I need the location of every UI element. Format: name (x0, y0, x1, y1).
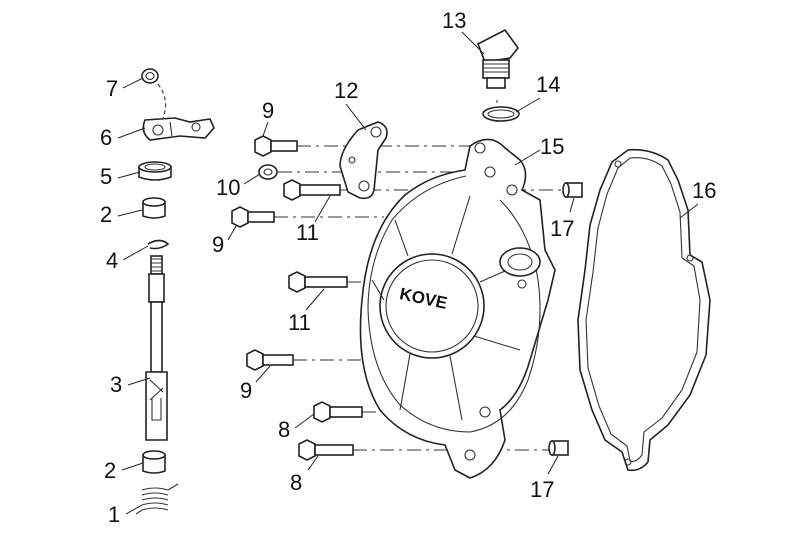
leader-3 (127, 377, 151, 386)
leader-16 (679, 203, 699, 219)
leader-2-lower (121, 462, 144, 471)
part-5-bearing (138, 161, 172, 181)
callout-11-upper: 11 (296, 220, 319, 245)
callout-8-lower: 8 (290, 470, 302, 495)
leader-1 (125, 504, 143, 515)
leader-8-lower (307, 455, 319, 471)
callout-17-upper: 17 (550, 216, 574, 241)
leader-4 (122, 245, 149, 261)
leader-7 (122, 77, 144, 89)
leader-11-upper (314, 195, 331, 223)
part-8-bolt-upper (313, 401, 363, 423)
leader-8-upper (294, 413, 315, 429)
part-13-filler-plug (476, 28, 520, 89)
callout-13: 13 (442, 8, 466, 33)
part-15-clutch-cover: KOVE (359, 138, 556, 479)
part-4-clip (147, 239, 170, 250)
leader-12 (345, 103, 367, 131)
callout-14: 14 (536, 72, 560, 97)
leader-6 (117, 127, 146, 139)
leader-10 (243, 173, 261, 185)
part-16-gasket (577, 148, 711, 472)
callout-2-lower: 2 (104, 458, 116, 483)
part-11-bolt-lower (288, 271, 348, 293)
part-12-bracket (339, 121, 388, 200)
part-9-bolt-middle (231, 206, 275, 228)
callout-2-upper: 2 (100, 202, 112, 227)
part-11-bolt-upper (283, 179, 341, 201)
callout-7: 7 (106, 76, 118, 101)
callout-12: 12 (334, 78, 358, 103)
leader-2-upper (117, 209, 143, 217)
callout-16: 16 (692, 178, 716, 203)
callout-4: 4 (106, 248, 118, 273)
leader-9-top (262, 121, 269, 137)
callout-9-top: 9 (262, 98, 274, 123)
part-2-bushing-upper (142, 197, 166, 219)
part-7-cap (141, 68, 159, 84)
callout-17-lower: 17 (530, 477, 554, 502)
callout-15: 15 (540, 134, 564, 159)
leader-17-lower (547, 455, 559, 475)
leader-17-upper (569, 197, 575, 213)
callout-9-middle: 9 (212, 232, 224, 257)
part-6-lever (142, 117, 215, 141)
leader-9-middle (227, 225, 237, 241)
part-9-bolt-top (254, 135, 298, 157)
part-1-spring (135, 483, 179, 515)
callout-6: 6 (100, 125, 112, 150)
callout-8-upper: 8 (278, 417, 290, 442)
part-8-bolt-lower (298, 439, 354, 461)
leader-9-lower (255, 365, 271, 383)
leader-13 (461, 31, 485, 55)
leader-14 (515, 97, 541, 113)
part-10-bolt (258, 164, 278, 180)
part-7-guide-line (157, 83, 167, 119)
part-14-o-ring (482, 106, 520, 122)
part-2-bushing-lower (142, 450, 166, 474)
callout-3: 3 (110, 372, 122, 397)
part-9-bolt-lower (246, 349, 294, 371)
callout-5: 5 (100, 164, 112, 189)
callout-1: 1 (108, 502, 120, 527)
leader-15 (514, 149, 541, 166)
leader-5 (117, 171, 141, 179)
part-17-dowel-lower (548, 440, 569, 456)
callout-10: 10 (216, 175, 240, 200)
part-3-shaft (145, 255, 168, 441)
callout-11-lower: 11 (288, 310, 311, 335)
leader-11-lower (305, 288, 325, 311)
callout-9-lower: 9 (240, 378, 252, 403)
part-17-dowel-upper (562, 182, 583, 198)
